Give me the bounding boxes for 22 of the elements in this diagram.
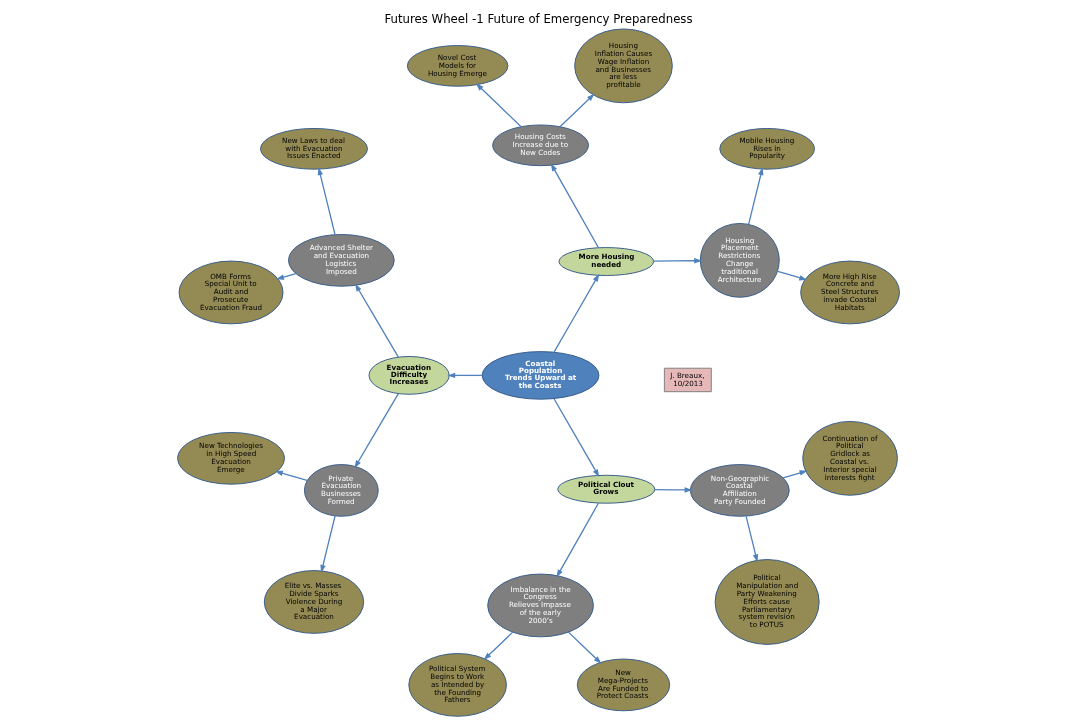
arrow	[747, 167, 763, 225]
arrow	[553, 273, 599, 353]
diagram-title: Futures Wheel -1 Future of Emergency Preparedness	[383, 11, 693, 26]
arrow	[483, 631, 513, 661]
arrow	[781, 470, 807, 479]
arrow	[475, 83, 522, 128]
arrow	[446, 372, 483, 379]
arrow	[353, 392, 399, 469]
arrow	[555, 502, 599, 578]
arrow	[275, 272, 296, 280]
arrow	[274, 470, 308, 482]
arrow	[319, 515, 336, 573]
arrow	[745, 515, 758, 563]
arrow	[652, 258, 702, 264]
arrow	[653, 487, 692, 493]
arrow	[567, 631, 601, 664]
arrow	[354, 283, 399, 358]
arrow	[553, 398, 599, 478]
arrow	[317, 167, 336, 236]
arrow	[550, 163, 599, 249]
arrow	[558, 93, 595, 128]
arrow	[776, 270, 807, 281]
